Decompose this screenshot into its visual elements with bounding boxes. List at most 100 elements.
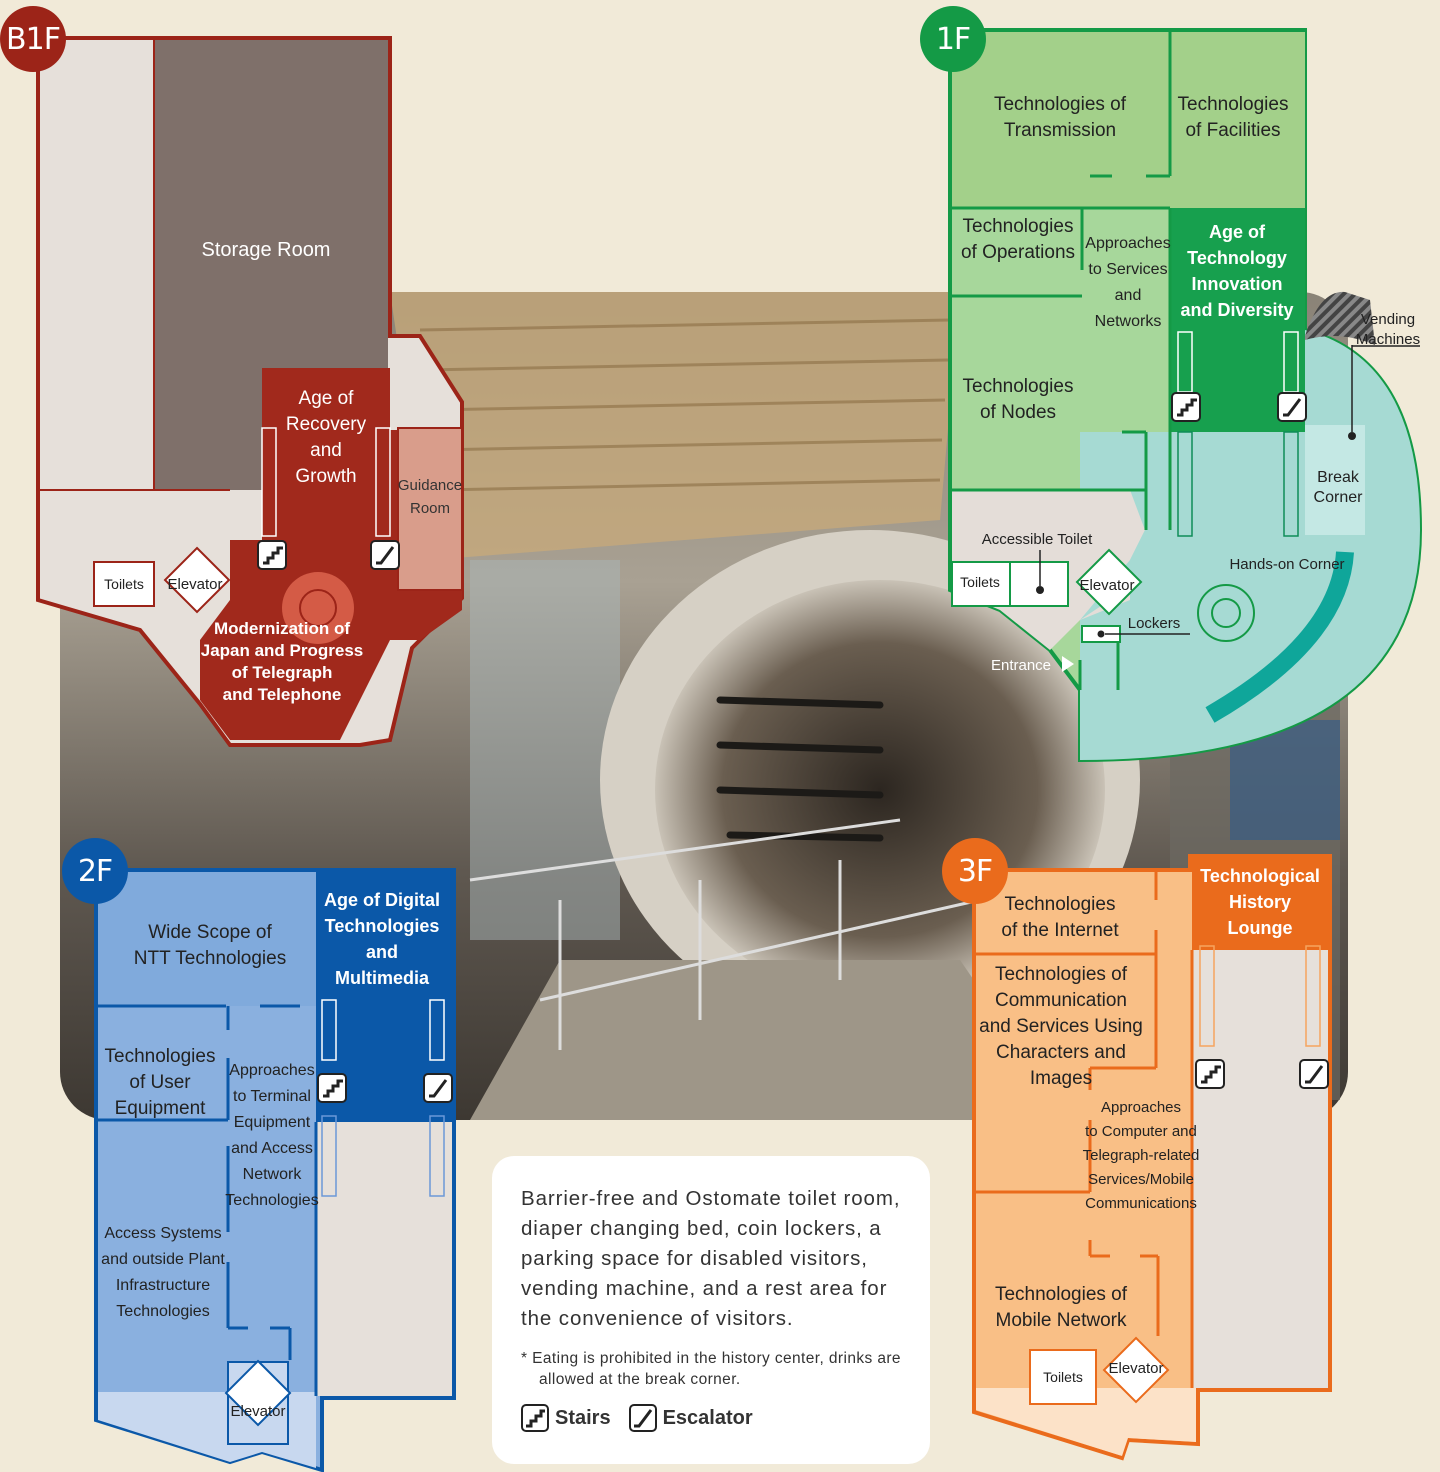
floor-3f [972, 854, 1332, 1461]
floor-2f [94, 868, 456, 1472]
label-line: and [366, 942, 398, 962]
label-line: Services/Mobile [1088, 1171, 1194, 1188]
label-line: History [1229, 892, 1291, 912]
break-corner [1305, 425, 1365, 535]
label-line: to Terminal [233, 1088, 311, 1105]
label-line: Approaches [229, 1062, 314, 1079]
label-line: Transmission [1004, 120, 1116, 141]
label-line: Equipment [234, 1114, 311, 1131]
label-line: Vending [1361, 311, 1415, 328]
stairs-icon [1171, 392, 1201, 422]
label-line: Technologies [1178, 94, 1289, 115]
legend-stairs: Stairs [521, 1404, 611, 1432]
label-line: and Diversity [1180, 300, 1293, 320]
storage-room-label: Storage Room [202, 239, 331, 261]
label-line: Technologies [325, 916, 440, 936]
f3-elevator-label: Elevator [1108, 1360, 1163, 1377]
stairs-icon [317, 1073, 347, 1103]
label-line: of Telegraph [232, 663, 333, 682]
f1-elevator-label: Elevator [1079, 577, 1134, 594]
label-line: Guidance [398, 477, 462, 494]
label-line: Equipment [115, 1098, 207, 1119]
label-line: of Operations [961, 242, 1075, 263]
b1f-elevator-label: Elevator [167, 576, 222, 593]
label-line: Corner [1314, 489, 1364, 506]
label-line: Technologies [963, 216, 1074, 237]
label-line: of User [129, 1072, 191, 1093]
label-line: NTT Technologies [134, 948, 286, 969]
label-line: Telegraph-related [1083, 1147, 1200, 1164]
label-line: Technological [1200, 866, 1320, 886]
label-line: Technologies of [995, 964, 1128, 985]
escalator-icon [1277, 392, 1307, 422]
map-legend: Stairs Escalator [521, 1404, 902, 1432]
elevator-diamond [163, 546, 231, 614]
toilets-box [1029, 1349, 1097, 1405]
label-line: Technologies of [995, 1284, 1128, 1305]
label-line: Technologies [225, 1192, 318, 1209]
label-line: Modernization of [214, 619, 350, 638]
escalator-icon [370, 540, 400, 570]
hands-on-wall [1205, 551, 1354, 723]
label-line: Network [243, 1166, 303, 1183]
label-line: Communications [1085, 1195, 1197, 1212]
lounge-area [1192, 858, 1328, 950]
label-line: Technologies [1005, 894, 1116, 915]
label-line: to Services [1088, 261, 1167, 278]
recovery-area [200, 368, 462, 740]
lockers-label: Lockers [1128, 615, 1181, 632]
label-line: Wide Scope of [148, 922, 272, 943]
label-line: to Computer and [1085, 1123, 1197, 1140]
label-line: and Telephone [223, 685, 342, 704]
label-line: and [1115, 287, 1142, 304]
3f-badge: 3F [942, 838, 1008, 904]
label-line: Recovery [286, 414, 367, 435]
label-line: Room [410, 500, 450, 517]
label-line: and outside Plant [101, 1251, 225, 1268]
facilities-description: Barrier-free and Ostomate toilet room, d… [521, 1187, 901, 1330]
label-line: Age of [1209, 222, 1266, 242]
f2-elevator-label: Elevator [230, 1403, 285, 1420]
label-line: Innovation [1192, 274, 1283, 294]
wide-scope-label: Wide Scope of NTT Technologies [134, 922, 286, 969]
hands-on-label: Hands-on Corner [1229, 556, 1344, 573]
vending-machines [1305, 291, 1375, 345]
accessible-toilet-label: Accessible Toilet [982, 531, 1093, 548]
label-line: Technologies [105, 1046, 216, 1067]
escalator-icon [423, 1073, 453, 1103]
label-line: Approaches [1085, 235, 1170, 252]
operations-label: Technologies of Operations [961, 216, 1075, 263]
legend-stairs-label: Stairs [555, 1406, 611, 1429]
legend-escalator: Escalator [628, 1404, 753, 1432]
2f-badge: 2F [62, 838, 128, 904]
label-line: of the Internet [1001, 920, 1119, 941]
stairs-steps [261, 427, 391, 537]
label-line: Japan and Progress [201, 641, 364, 660]
eating-note: * Eating is prohibited in the history ce… [521, 1350, 901, 1388]
label-line: Images [1030, 1068, 1092, 1089]
f1-toilets-label: Toilets [960, 574, 1000, 590]
label-line: and Services Using [979, 1016, 1143, 1037]
label-line: Age of [299, 388, 355, 409]
toilets-box [93, 561, 155, 607]
elevator-diamond [224, 1359, 292, 1427]
entrance-label: Entrance [991, 657, 1051, 674]
facilities-info-box: Barrier-free and Ostomate toilet room, d… [492, 1156, 930, 1464]
label-line: Access Systems [104, 1225, 221, 1242]
elevator-diamond [1075, 548, 1143, 616]
label-line: of Nodes [980, 402, 1056, 423]
floor-1f [948, 28, 1423, 763]
